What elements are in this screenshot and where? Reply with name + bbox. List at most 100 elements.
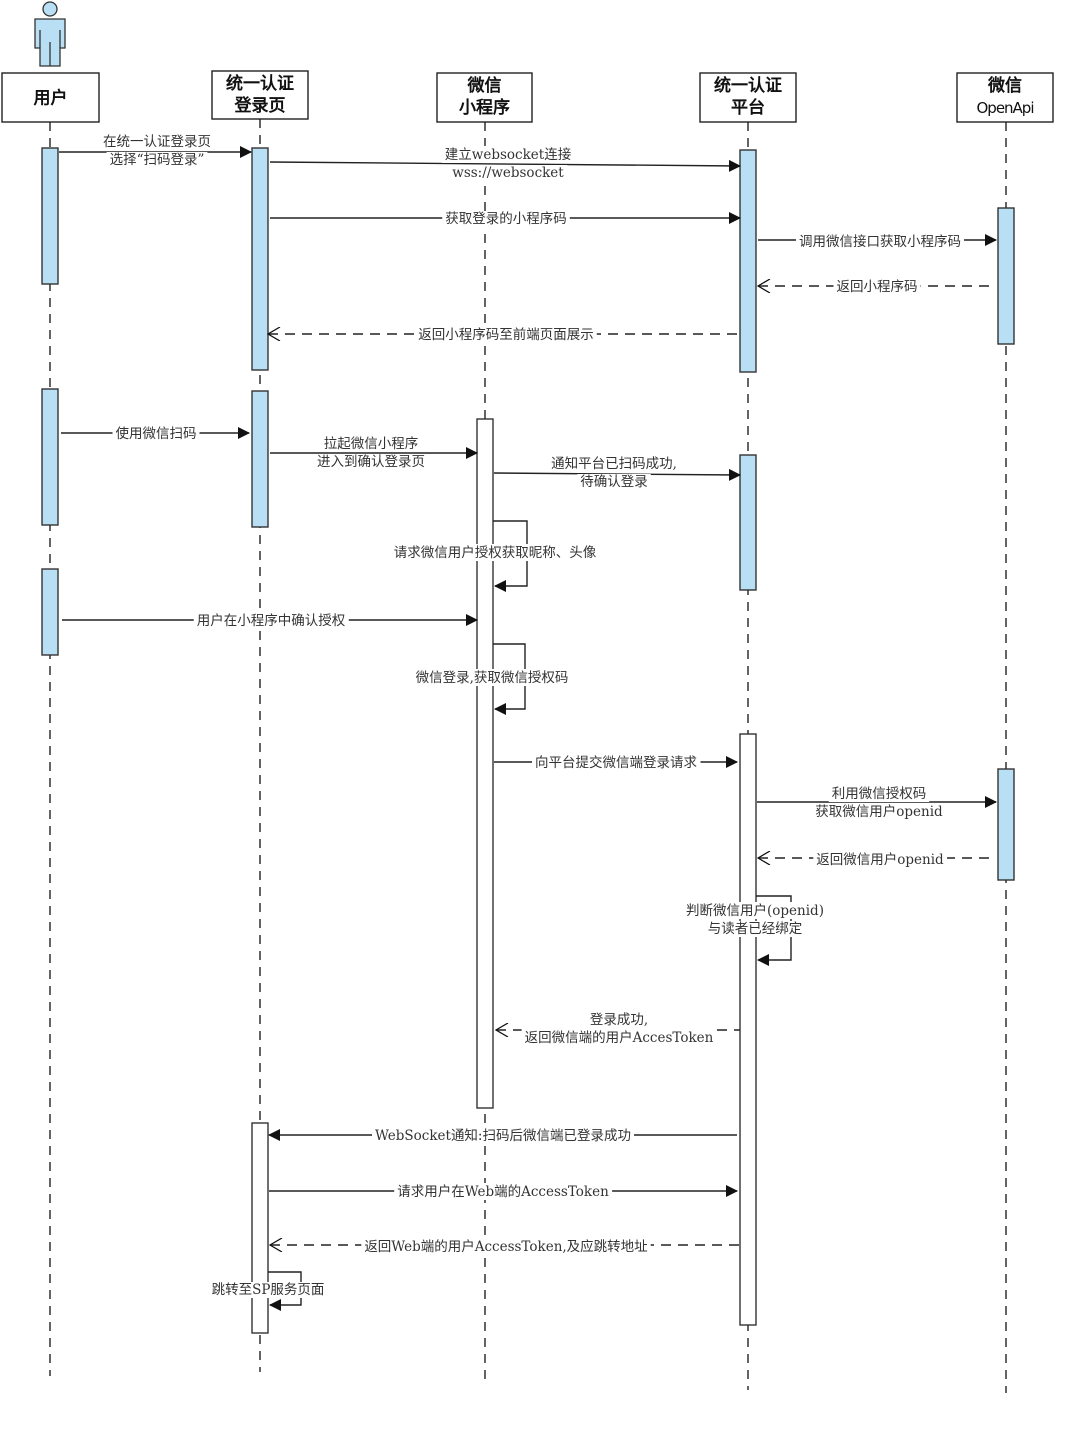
message-label: 通知平台已扫码成功, [551, 455, 677, 472]
message-label: 向平台提交微信端登录请求 [535, 754, 697, 771]
activation-bar-openapi [997, 207, 1015, 345]
message-label: 返回微信用户openid [816, 851, 944, 868]
participant-label: 平台 [731, 97, 765, 118]
label-backdrop [412, 669, 572, 686]
label-backdrop [415, 326, 597, 343]
message-16: 判断微信用户(openid) 与读者已经绑定 [683, 895, 827, 966]
participant-label: 登录页 [234, 95, 286, 116]
participant-box [1, 72, 100, 123]
message-label: 进入到确认登录页 [317, 454, 425, 470]
message-label: 返回小程序码至前端页面展示 [418, 326, 594, 343]
message-5: 返回小程序码 [758, 279, 996, 295]
activation-bar-platform [739, 149, 757, 373]
message-label: 在统一认证登录页 [103, 134, 211, 150]
label-backdrop [828, 785, 930, 802]
message-20: 返回Web端的用户AccessToken,及应跳转地址 [270, 1238, 739, 1255]
message-9: 通知平台已扫码成功,待确认登录 [493, 455, 741, 490]
participant-mini: 微信小程序 [436, 72, 533, 123]
activation-bar-user [41, 147, 59, 285]
activation-bar-login [251, 1122, 269, 1334]
message-3: 获取登录的小程序码 [270, 211, 741, 227]
label-backdrop [372, 1127, 634, 1144]
message-15: 返回微信用户openid [758, 851, 996, 868]
message-label: 微信登录,获取微信授权码 [416, 669, 569, 686]
activation-bar-platform [739, 454, 757, 591]
label-backdrop [100, 134, 214, 150]
label-backdrop [320, 436, 422, 452]
activation-bar-user [41, 568, 59, 656]
label-backdrop [449, 165, 568, 181]
message-label: 选择“扫码登录” [110, 152, 205, 168]
message-label: 调用微信接口获取小程序码 [799, 233, 961, 250]
message-label: 请求用户在Web端的AccessToken [397, 1183, 609, 1200]
activation-bar-platform [739, 733, 757, 1326]
label-backdrop [361, 1238, 651, 1255]
participant-box [699, 72, 797, 123]
activation-bar-openapi [997, 768, 1015, 881]
participant-label: 小程序 [459, 97, 510, 118]
participant-user: 用户 [1, 72, 100, 123]
label-backdrop [683, 902, 827, 919]
label-backdrop [577, 474, 651, 490]
message-label: 与读者已经绑定 [708, 921, 803, 937]
message-label: 获取登录的小程序码 [445, 211, 567, 227]
label-backdrop [521, 1029, 717, 1046]
participant-box [956, 72, 1054, 123]
label-backdrop [532, 754, 701, 771]
label-backdrop [394, 1183, 613, 1200]
message-18: WebSocket通知:扫码后微信端已登录成功 [268, 1127, 737, 1144]
participant-label: 统一认证 [714, 75, 782, 96]
message-2: 建立websocket连接 wss://websocket [269, 146, 741, 181]
participant-label: OpenApi [976, 99, 1033, 117]
lifelines [49, 119, 1007, 1393]
participant-label: 用户 [34, 88, 68, 109]
participant-label: 微信 [987, 75, 1022, 96]
message-label: 跳转至SP服务页面 [212, 1282, 325, 1298]
message-7: 使用微信扫码 [61, 425, 250, 442]
participant-label: 微信 [467, 75, 502, 96]
label-backdrop [586, 1012, 652, 1028]
label-backdrop [813, 851, 948, 868]
message-11: 用户在小程序中确认授权 [62, 612, 478, 629]
message-label: 返回小程序码 [837, 279, 918, 295]
label-backdrop [812, 803, 947, 820]
activation-bar-login [251, 147, 269, 371]
message-4: 调用微信接口获取小程序码 [758, 233, 997, 250]
label-backdrop [193, 612, 349, 629]
label-backdrop [208, 1282, 328, 1298]
message-label: wss://websocket [452, 165, 564, 181]
participant-label: 统一认证 [226, 73, 294, 94]
message-13: 向平台提交微信端登录请求 [494, 754, 738, 771]
participant-box [436, 72, 533, 123]
label-backdrop [442, 211, 570, 227]
message-label: 使用微信扫码 [116, 425, 197, 442]
label-backdrop [314, 454, 428, 470]
participant-box [211, 70, 309, 120]
person-icon [34, 1, 66, 67]
message-21: 跳转至SP服务页面 [208, 1271, 328, 1311]
message-label: 判断微信用户(openid) [686, 902, 824, 919]
message-label: 建立websocket连接 [445, 146, 571, 163]
label-backdrop [112, 425, 200, 442]
message-label: 利用微信授权码 [832, 785, 927, 802]
activation-bar-mini [476, 418, 494, 1109]
message-label: 拉起微信小程序 [324, 436, 419, 452]
message-label: 请求微信用户授权获取昵称、头像 [394, 544, 597, 561]
label-backdrop [704, 921, 806, 937]
message-label: 返回微信端的用户AccesToken [525, 1029, 714, 1046]
message-17: 登录成功,返回微信端的用户AccesToken [496, 1012, 740, 1046]
label-backdrop [548, 455, 680, 472]
message-label: 返回Web端的用户AccessToken,及应跳转地址 [364, 1238, 647, 1255]
message-label: 登录成功, [590, 1012, 648, 1028]
activation-bar-user [41, 388, 59, 526]
message-label: 获取微信用户openid [815, 803, 943, 820]
message-12: 微信登录,获取微信授权码 [412, 643, 572, 715]
activation-bar-login [251, 390, 269, 528]
message-6: 返回小程序码至前端页面展示 [268, 326, 740, 343]
